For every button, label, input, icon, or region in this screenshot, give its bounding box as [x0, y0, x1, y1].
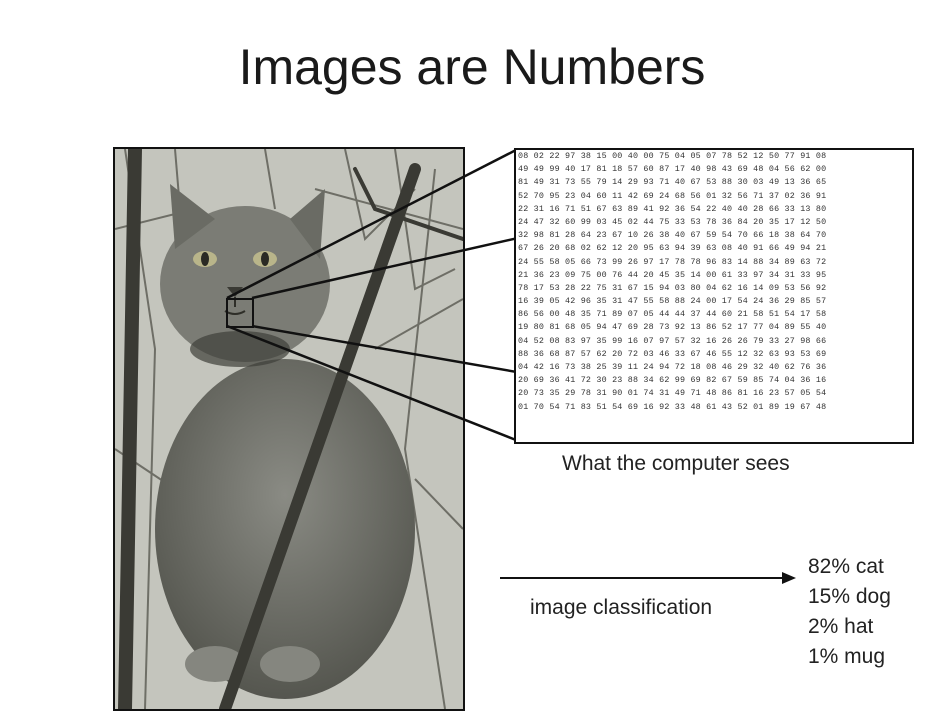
matrix-row: 88 36 68 87 57 62 20 72 03 46 33 67 46 5… — [518, 348, 827, 359]
matrix-row: 78 17 53 28 22 75 31 67 15 94 03 80 04 6… — [518, 282, 827, 293]
matrix-row: 20 69 36 41 72 30 23 88 34 62 99 69 82 6… — [518, 375, 827, 386]
matrix-row: 21 36 23 09 75 00 76 44 20 45 35 14 00 6… — [518, 269, 827, 280]
matrix-row: 19 80 81 68 05 94 47 69 28 73 92 13 86 5… — [518, 322, 827, 333]
cat-photo — [113, 147, 465, 711]
result-item: 2% hat — [808, 615, 874, 638]
matrix-row: 24 55 58 05 66 73 99 26 97 17 78 78 96 8… — [518, 256, 827, 267]
matrix-row: 16 39 05 42 96 35 31 47 55 58 88 24 00 1… — [518, 296, 827, 307]
matrix-row: 52 70 95 23 04 60 11 42 69 24 68 56 01 3… — [518, 190, 827, 201]
result-item: 82% cat — [808, 555, 884, 578]
cat-photo-illustration — [115, 149, 463, 709]
matrix-row: 04 42 16 73 38 25 39 11 24 94 72 18 08 4… — [518, 362, 827, 372]
matrix-row: 04 52 08 83 97 35 99 16 07 97 57 32 16 2… — [518, 335, 827, 346]
result-item: 1% mug — [808, 645, 886, 668]
matrix-row: 32 98 81 28 64 23 67 10 26 38 40 67 59 5… — [518, 230, 827, 241]
pixel-value-matrix: 08 02 22 97 38 15 00 40 00 75 04 05 07 7… — [514, 148, 914, 444]
matrix-caption: What the computer sees — [562, 452, 790, 475]
matrix-row: 67 26 20 68 02 62 12 20 95 63 94 39 63 0… — [518, 243, 827, 254]
result-item: 15% dog — [808, 585, 891, 608]
matrix-row: 20 73 35 29 78 31 90 01 74 31 49 71 48 8… — [518, 388, 827, 399]
matrix-row: 49 49 99 40 17 81 18 57 60 87 17 40 98 4… — [518, 164, 827, 175]
matrix-row: 24 47 32 60 99 03 45 02 44 75 33 53 78 3… — [518, 216, 827, 227]
right-arrow-icon — [500, 572, 796, 584]
matrix-row: 86 56 00 48 35 71 89 07 05 44 44 37 44 6… — [518, 309, 827, 320]
matrix-row: 01 70 54 71 83 51 54 69 16 92 33 48 61 4… — [518, 401, 827, 412]
matrix-row: 22 31 16 71 51 67 63 89 41 92 36 54 22 4… — [518, 203, 827, 214]
matrix-row: 08 02 22 97 38 15 00 40 00 75 04 05 07 7… — [518, 151, 827, 161]
classification-results: 82% cat 15% dog 2% hat 1% mug — [808, 552, 891, 672]
arrow-label: image classification — [530, 596, 713, 619]
matrix-row: 81 49 31 73 55 79 14 29 93 71 40 67 53 8… — [518, 177, 827, 188]
slide-title: Images are Numbers — [238, 39, 706, 95]
